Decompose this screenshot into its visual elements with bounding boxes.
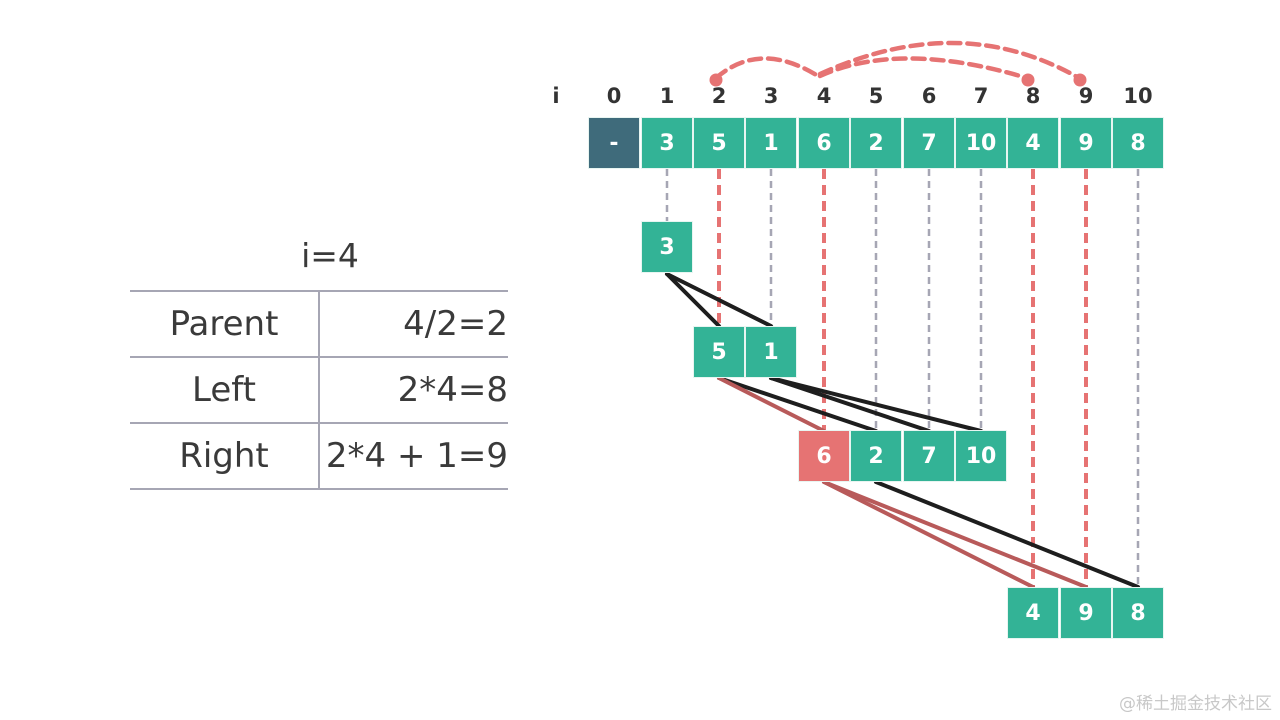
array-cell: 9 xyxy=(1060,117,1112,169)
row-label: Right xyxy=(130,422,320,490)
index-label: 8 xyxy=(1025,84,1041,108)
row-label: Left xyxy=(130,356,320,424)
array-cell-empty: - xyxy=(588,117,640,169)
row-label: Parent xyxy=(130,290,320,358)
index-label: 10 xyxy=(1123,84,1153,108)
arc-endpoints xyxy=(709,73,1087,87)
array-cell: 3 xyxy=(641,117,693,169)
relation-arcs xyxy=(713,40,1082,81)
array-cell: 1 xyxy=(745,117,797,169)
row-value: 2*4=8 xyxy=(319,356,508,424)
tree-edges xyxy=(665,272,1140,589)
index-label: 4 xyxy=(816,84,832,108)
index-label: 9 xyxy=(1078,84,1094,108)
array-cell: 4 xyxy=(1007,117,1059,169)
index-label: 0 xyxy=(606,84,622,108)
index-header-label: i xyxy=(552,84,560,108)
index-label: 1 xyxy=(659,84,675,108)
index-label: 3 xyxy=(763,84,779,108)
index-label: 6 xyxy=(921,84,937,108)
array-cell: 7 xyxy=(903,117,955,169)
tree-node: 9 xyxy=(1060,587,1112,639)
tree-node-root: 3 xyxy=(641,221,693,273)
index-formula-table: Parent 4/2=2 Left 2*4=8 Right 2*4 + 1=9 xyxy=(130,290,508,490)
highlighted-tree-edges xyxy=(717,376,1088,589)
tree-node: 5 xyxy=(693,326,745,378)
array-cell: 2 xyxy=(850,117,902,169)
array-cell: 8 xyxy=(1112,117,1164,169)
index-label: 7 xyxy=(973,84,989,108)
index-label: 2 xyxy=(711,84,727,108)
row-value: 4/2=2 xyxy=(319,290,508,358)
array-cell: 5 xyxy=(693,117,745,169)
array-cell: 6 xyxy=(798,117,850,169)
tree-node: 7 xyxy=(903,430,955,482)
table-row-right: Right 2*4 + 1=9 xyxy=(130,422,508,490)
row-value: 2*4 + 1=9 xyxy=(319,422,508,490)
tree-node: 8 xyxy=(1112,587,1164,639)
gray-guide-lines xyxy=(665,169,1140,587)
tree-node-highlighted: 6 xyxy=(798,430,850,482)
table-row-left: Left 2*4=8 xyxy=(130,356,508,424)
tree-node: 4 xyxy=(1007,587,1059,639)
tree-node: 10 xyxy=(955,430,1007,482)
array-cell: 10 xyxy=(955,117,1007,169)
tree-node: 1 xyxy=(745,326,797,378)
info-title: i=4 xyxy=(301,236,359,275)
watermark: @稀土掘金技术社区 xyxy=(1119,694,1272,714)
table-row-parent: Parent 4/2=2 xyxy=(130,290,508,358)
index-label: 5 xyxy=(868,84,884,108)
tree-node: 2 xyxy=(850,430,902,482)
